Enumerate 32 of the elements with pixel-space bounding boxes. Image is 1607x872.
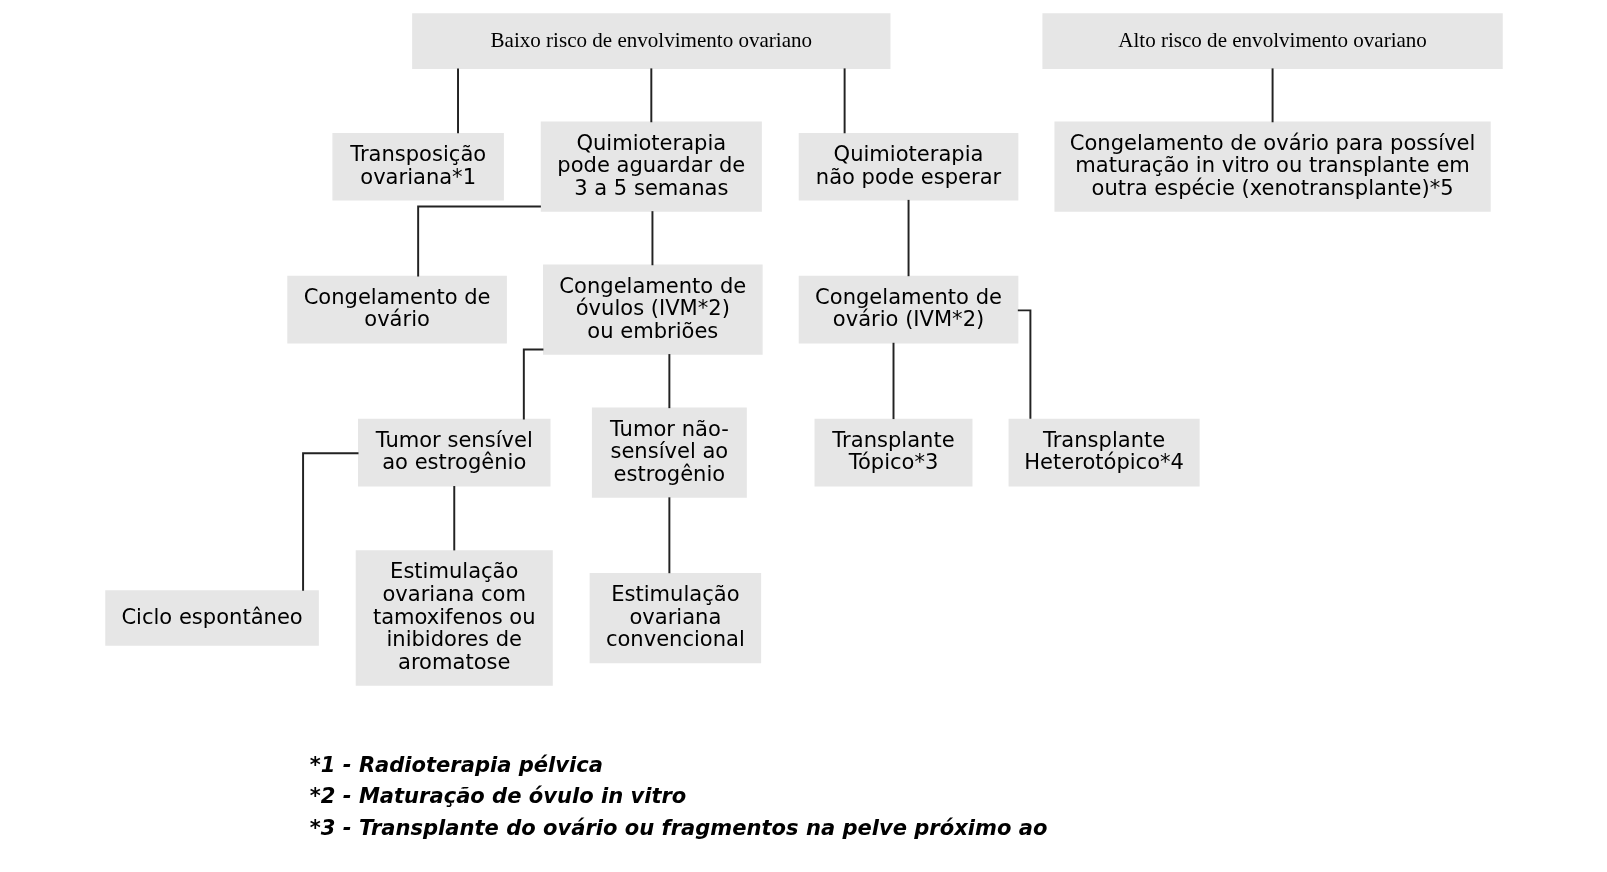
- node-box: Congelamento de ovário para possível maturação in vitro ou transplante em outra espécie (xenotransplante)*5: [1053, 121, 1491, 212]
- node-box: Alto risco de envolvimento ovariano: [1041, 13, 1503, 69]
- label: *1 - Radioterapia pélvica: [309, 751, 603, 777]
- connector: [843, 67, 846, 135]
- connector: [667, 496, 670, 575]
- node-box: Quimioterapia não pode esperar: [798, 132, 1018, 201]
- node-box: Congelamento de óvulos (IVM*2) ou embriões: [542, 264, 763, 355]
- node-box: Ciclo espontâneo: [104, 590, 319, 646]
- node-box: Tumor sensível ao estrogênio: [357, 418, 551, 487]
- connector: [452, 485, 455, 552]
- connector: [301, 452, 359, 592]
- node-box: Baixo risco de envolvimento ovariano: [411, 13, 890, 69]
- connector: [456, 67, 459, 135]
- connector: [650, 210, 653, 267]
- node-box: Congelamento de ovário (IVM*2): [798, 275, 1018, 344]
- node-box: Congelamento de ovário: [286, 275, 507, 344]
- node-box: Tumor não-sensível ao estrogênio: [591, 407, 747, 498]
- connector: [667, 353, 670, 410]
- connector: [1271, 67, 1274, 124]
- node-box: Transplante Heterotópico*4: [1008, 418, 1200, 487]
- node-box: Estimulação ovariana com tamoxifenos ou inibidores de aromatose: [355, 550, 553, 686]
- connector: [649, 67, 652, 124]
- connector: [892, 341, 894, 421]
- connector: [907, 198, 910, 278]
- node-box: Estimulação ovariana convencional: [589, 572, 761, 664]
- node-box: Transposição ovariana*1: [331, 132, 504, 201]
- connector: [1016, 309, 1031, 420]
- node-box: Quimioterapia pode aguardar de 3 a 5 semanas: [540, 121, 762, 212]
- label: *3 - Transplante do ovário ou fragmentos na pelve próximo ao: [309, 814, 1047, 840]
- node-box: Transplante Tópico*3: [814, 418, 972, 487]
- connector: [416, 205, 542, 278]
- label: *2 - Maturação de óvulo in vitro: [309, 783, 686, 809]
